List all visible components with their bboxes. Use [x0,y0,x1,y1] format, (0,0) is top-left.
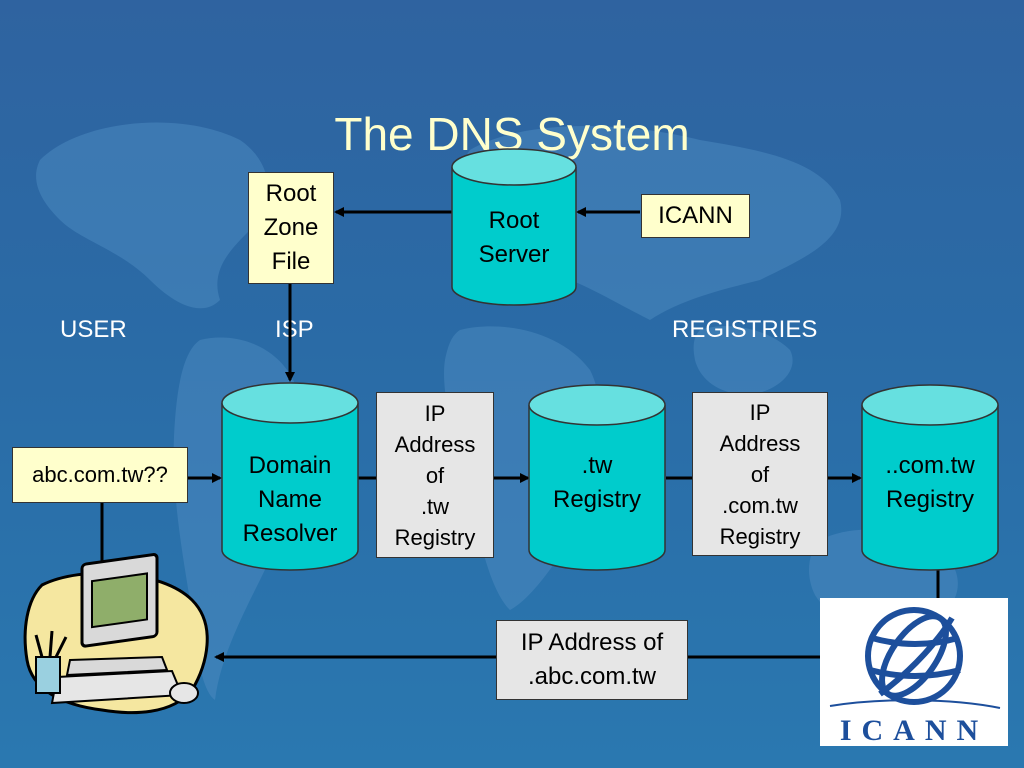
computer-clipart [23,553,209,715]
comtw-registry-line-1: ..com.tw [885,451,975,479]
root-server-label: Root Server [452,190,576,285]
tw-registry-line-2: Registry [552,485,642,513]
icann-globe-icon [829,607,1001,709]
ip-tw-line-4: .tw [420,493,450,519]
ip-tw-line-3: of [425,462,445,488]
comtw-registry-line-2: Registry [885,485,975,513]
ip-tw-box: IP Address of .tw Registry [376,392,494,558]
resolver-line-3: Resolver [242,520,338,547]
root-zone-file-box: Root Zone File [248,172,334,284]
query-box: abc.com.tw?? [12,447,188,503]
section-label-registries: REGISTRIES [672,316,818,343]
ip-comtw-line-4: .com.tw [722,492,798,518]
section-label-isp: ISP [275,316,314,343]
root-server-cylinder [451,148,577,306]
answer-box: IP Address of .abc.com.tw [496,620,688,700]
resolver-cylinder [221,382,359,571]
ip-comtw-line-1: IP [749,399,771,425]
resolver-label: Domain Name Resolver [222,430,358,570]
answer-line-2: .abc.com.tw [527,663,657,690]
comtw-registry-label: ..com.tw Registry [862,425,998,540]
comtw-registry-cylinder [861,384,999,571]
tw-registry-cylinder [528,384,666,571]
ip-tw-line-5: Registry [394,524,476,550]
icann-logo-text: ICANN [839,714,989,747]
ip-comtw-line-2: Address [719,430,801,456]
ip-tw-line-1: IP [424,400,446,426]
icann-logo: ICANN [820,598,1008,747]
section-label-user: USER [60,316,127,343]
tw-registry-label: .tw Registry [529,425,665,540]
ip-comtw-line-3: of [750,461,770,487]
ip-comtw-line-5: Registry [719,523,801,549]
root-server-line-2: Server [478,240,550,268]
root-zone-file-line-2: Zone [263,214,319,241]
tw-registry-line-1: .tw [581,451,613,479]
root-zone-file-line-1: Root [265,180,317,207]
answer-line-1: IP Address of [520,629,664,656]
ip-comtw-box: IP Address of .com.tw Registry [692,392,828,556]
root-server-line-1: Root [488,206,540,234]
resolver-line-1: Domain [248,452,332,479]
icann-box: ICANN [641,194,750,238]
ip-tw-line-2: Address [394,431,476,457]
resolver-line-2: Name [257,486,323,513]
root-zone-file-line-3: File [271,248,311,275]
